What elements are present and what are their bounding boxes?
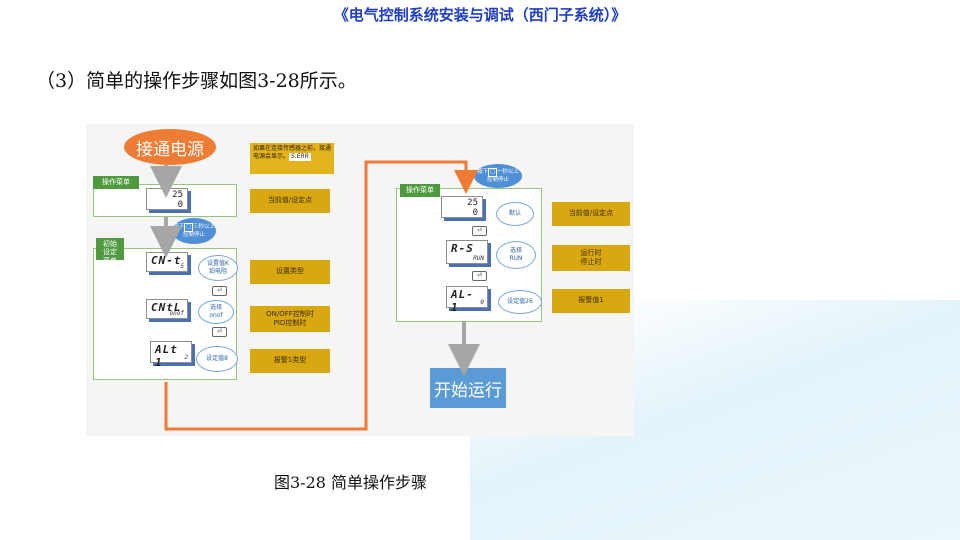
operation-flowchart: 操作菜单 25 0 按下□三秒以上控制停止 初始设定菜单 CN-t 5 设置值K… bbox=[86, 124, 634, 436]
left-key-1[interactable]: ⏎ bbox=[212, 286, 227, 296]
left-display-2: CNtL onof bbox=[146, 299, 188, 319]
left-note-set-type: 设置类型 bbox=[250, 260, 330, 284]
right-note-current-setpoint: 当前值/设定点 bbox=[552, 202, 630, 226]
right-display-2: AL- 1 0 bbox=[446, 286, 488, 314]
right-cloud-2: 设定值26 bbox=[498, 290, 542, 314]
page-title: 《电气控制系统安装与调试（西门子系统）》 bbox=[333, 6, 627, 24]
top-sensor-note: 如果在连接传感器之前，接通电源会显示。S.ERR bbox=[250, 143, 334, 174]
left-key-2[interactable]: ⏎ bbox=[212, 327, 227, 337]
left-main-display: 25 0 bbox=[146, 188, 188, 210]
left-display-1: CN-t 5 bbox=[146, 252, 188, 272]
right-main-display: 25 0 bbox=[441, 196, 483, 218]
start-run-node: 开始运行 bbox=[430, 368, 506, 408]
right-display-1-seg: R-S bbox=[451, 242, 474, 255]
right-display-1: R-S RUN bbox=[446, 240, 488, 264]
figure-caption: 图3-28 简单操作步骤 bbox=[274, 473, 428, 492]
left-operation-menu-tag: 操作菜单 bbox=[93, 176, 139, 189]
right-hold-bubble: 按下□一秒以上控制停止 bbox=[474, 164, 522, 188]
right-key-1[interactable]: ⏎ bbox=[472, 226, 487, 236]
left-initial-menu-tag: 初始设定菜单 bbox=[96, 238, 124, 265]
right-key-2[interactable]: ⏎ bbox=[472, 271, 487, 281]
step-heading: （3）简单的操作步骤如图3-28所示。 bbox=[36, 70, 357, 92]
left-main-display-bottom: 0 bbox=[177, 200, 183, 210]
right-cloud-1: 选择 RUN bbox=[496, 241, 536, 269]
left-cloud-2: 选择 onof bbox=[198, 300, 234, 324]
right-operation-menu-tag: 操作菜单 bbox=[400, 184, 440, 197]
right-cloud-default: 默认 bbox=[496, 202, 534, 226]
right-note-alarm-value: 报警值1 bbox=[552, 289, 630, 313]
left-note-current-setpoint: 当前值/设定点 bbox=[250, 189, 330, 213]
right-display-1-sub: RUN bbox=[473, 255, 484, 262]
start-power-on-node: 接通电源 bbox=[124, 129, 216, 165]
left-cloud-3: 设定值8 bbox=[196, 346, 238, 372]
left-display-1-seg: CN-t bbox=[151, 254, 182, 267]
left-display-2-sub: onof bbox=[169, 310, 184, 317]
left-display-3-sub: 2 bbox=[184, 354, 188, 361]
left-hold-bubble: 按下□三秒以上控制停止 bbox=[172, 218, 216, 244]
left-main-display-top: 25 bbox=[172, 190, 183, 200]
left-display-3: ALt 1 2 bbox=[150, 341, 192, 369]
right-display-2-sub: 0 bbox=[480, 299, 484, 306]
right-main-display-bottom: 0 bbox=[472, 208, 478, 218]
left-note-alarm-type: 报警1类型 bbox=[250, 349, 330, 373]
left-cloud-1: 设置值K 铂电阻 bbox=[198, 255, 238, 281]
right-main-display-top: 25 bbox=[467, 198, 478, 208]
left-note-control-mode: ON/OFF控制时 PID控制时 bbox=[250, 306, 330, 332]
left-display-1-sub: 5 bbox=[180, 263, 184, 270]
sensor-error-tag: S.ERR bbox=[289, 152, 311, 161]
right-note-run-stop: 运行时 停止时 bbox=[552, 245, 630, 271]
